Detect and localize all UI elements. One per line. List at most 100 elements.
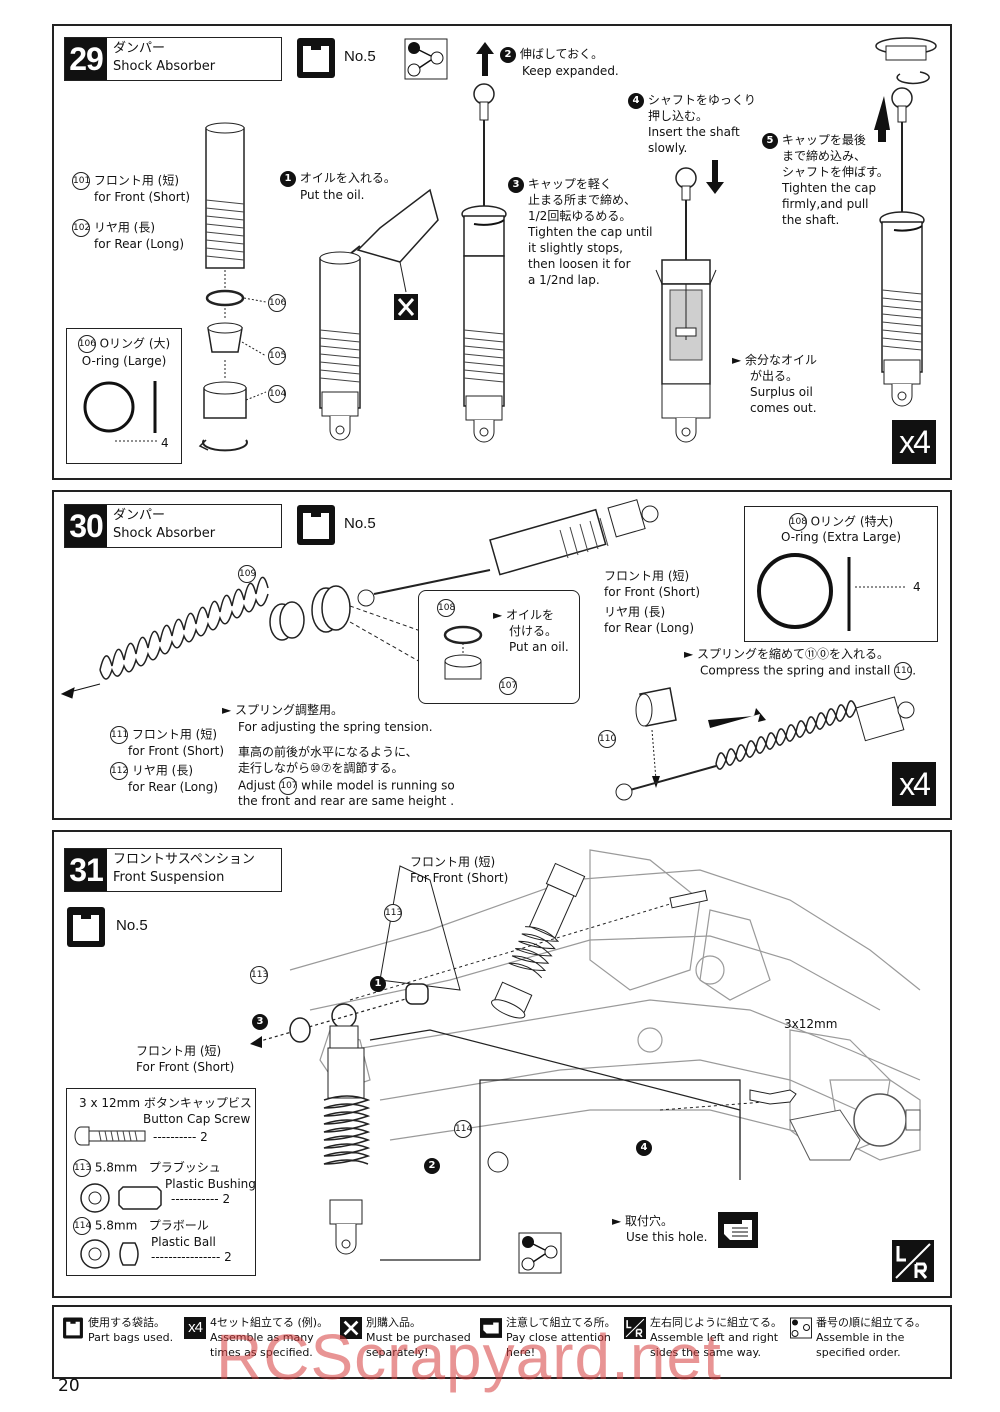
keep-expanded-jp: 伸ばしておく。 xyxy=(519,47,604,61)
oring-on-adjuster-illustration xyxy=(443,625,483,680)
cap-step-jp2: 止まる所まで締め、 xyxy=(528,193,637,207)
front-shock-mounted-illustration xyxy=(323,1003,371,1255)
surplus-oil-jp1: 余分なオイル xyxy=(745,353,818,367)
oil-en: Put an oil. xyxy=(509,640,569,654)
insert-shaft-en2: slowly. xyxy=(648,141,688,155)
oring-xl-en: O-ring (Extra Large) xyxy=(780,530,902,544)
step-29-header: 29 ダンパー Shock Absorber xyxy=(64,37,282,81)
page-number: 20 xyxy=(58,1376,80,1396)
legend-en: Assemble left and right xyxy=(650,1331,779,1344)
front-tube-en: for Front (Short) xyxy=(94,190,191,204)
part-number: 110 xyxy=(598,730,616,748)
level-en1: Adjust xyxy=(238,778,276,793)
bag-icon xyxy=(63,1317,83,1339)
shock-compressing-illustration xyxy=(655,167,717,443)
shock-final-illustration xyxy=(874,37,937,407)
oring-icon xyxy=(757,553,905,631)
oil-jp1: オイルを xyxy=(506,608,555,622)
step-title-en: Shock Absorber xyxy=(113,59,216,74)
insert-shaft-en1: Insert the shaft xyxy=(648,125,740,139)
tighten-cap-en2: firmly,and pull xyxy=(782,197,869,211)
cross-icon xyxy=(340,1317,362,1339)
legend-en: Pay close attention xyxy=(506,1331,611,1344)
step-30-header: 30 ダンパー Shock Absorber xyxy=(64,504,282,548)
legend-en: here! xyxy=(506,1346,536,1359)
step-marker: 1 xyxy=(280,170,296,187)
front-short-low-jp: フロント用 (短) xyxy=(136,1044,222,1058)
bag-icon xyxy=(297,505,335,545)
cap-step-en3: then loosen it for xyxy=(528,257,631,271)
step-title-en: Shock Absorber xyxy=(113,526,216,541)
step-title-en: Front Suspension xyxy=(113,870,225,885)
oil-jp2: 付ける。 xyxy=(509,624,558,638)
parts-en: Button Cap Screw xyxy=(143,1112,251,1126)
oil-bottle-shock-illustration xyxy=(319,188,439,441)
oring-xl-qty: 4 xyxy=(913,580,921,594)
order-icon xyxy=(404,38,448,80)
parts-qty: 2 xyxy=(224,1250,232,1264)
part-number: 110 xyxy=(894,662,912,680)
legend-en: Assemble in the xyxy=(816,1331,905,1344)
part-number: 108 xyxy=(437,599,455,617)
parts-size: 5.8mm xyxy=(94,1218,138,1233)
rear-absorber-jp: リヤ用 (長) xyxy=(604,605,666,619)
parts-size: 3 x 12mm xyxy=(79,1096,141,1110)
screw-dimension: 3x12mm xyxy=(784,1017,838,1031)
parts-en: Plastic Bushing xyxy=(165,1177,256,1191)
spring-exploded-illustration xyxy=(60,499,659,699)
order-marker-1: 1 xyxy=(370,976,386,992)
parts-qty: 2 xyxy=(200,1130,208,1144)
front-absorber-jp: フロント用 (短) xyxy=(604,569,690,583)
part-number: 113 xyxy=(73,1159,91,1177)
surplus-oil-en1: Surplus oil xyxy=(750,385,813,399)
attention-hand-icon xyxy=(718,1212,758,1248)
put-oil-jp: オイルを入れる。 xyxy=(299,171,396,185)
left-right-icon xyxy=(892,1240,934,1282)
front-short-top-jp: フロント用 (短) xyxy=(410,855,496,869)
oring-icon xyxy=(83,381,159,442)
parts-jp: ボタンキャップビス xyxy=(143,1096,252,1110)
assembly-arrows-illustration xyxy=(249,983,509,1173)
tighten-cap-jp1: キャップを最後 xyxy=(781,133,866,147)
part-number: 104 xyxy=(268,385,286,403)
spring-adjust-en: For adjusting the spring tension. xyxy=(238,720,433,734)
part-number: 113 xyxy=(384,904,402,922)
step-marker: 2 xyxy=(500,46,516,63)
order-icon xyxy=(518,1232,562,1274)
plastic-bushing-icon xyxy=(80,1183,162,1213)
use-hole-en: Use this hole. xyxy=(626,1230,708,1244)
legend-jp: 使用する袋詰。 xyxy=(88,1316,165,1329)
part-number: 114 xyxy=(454,1120,472,1138)
oring-large-qty: 4 xyxy=(161,436,169,450)
bag-icon xyxy=(67,907,105,947)
part-number: 105 xyxy=(268,347,286,365)
cap-step-en2: it slightly stops, xyxy=(528,241,623,255)
part-number: 101 xyxy=(72,172,90,190)
up-arrow-icon xyxy=(476,42,494,76)
legend-jp: 番号の順に組立てる。 xyxy=(816,1316,926,1329)
order-marker-3: 3 xyxy=(252,1014,268,1030)
front-short-low-en: For Front (Short) xyxy=(136,1060,235,1074)
oil-inset: 108 ► オイルを 付ける。 Put an oil. 107 xyxy=(418,590,580,704)
part-number: 111 xyxy=(110,726,128,744)
front-absorber-en: for Front (Short) xyxy=(604,585,701,599)
tighten-cap-en3: the shaft. xyxy=(782,213,840,227)
parts-qty: 2 xyxy=(222,1192,231,1206)
x4-icon: x4 xyxy=(184,1317,206,1339)
front-suspension-chassis-illustration xyxy=(289,849,921,1261)
down-arrow-icon xyxy=(706,160,724,194)
put-oil-en: Put the oil. xyxy=(300,188,365,202)
step-title-jp: フロントサスペンション xyxy=(113,852,255,867)
bag-label: No.5 xyxy=(116,917,148,934)
level-en2: the front and rear are same height . xyxy=(238,794,455,808)
oring-large-inset: 106 Oリング (大) O-ring (Large) 4 xyxy=(66,328,182,464)
spring-front-jp: フロント用 (短) xyxy=(131,727,218,742)
order-icon xyxy=(790,1317,812,1339)
legend-jp: 4セット組立てる (例)。 xyxy=(210,1316,329,1329)
legend-en: times as specified. xyxy=(210,1346,313,1359)
oring-extra-large-inset: 108 Oリング (特大) O-ring (Extra Large) 4 xyxy=(744,506,938,642)
bag-label: No.5 xyxy=(344,48,376,65)
step-number: 29 xyxy=(65,38,107,80)
use-hole-jp: 取付穴。 xyxy=(625,1214,674,1228)
order-marker-2: 2 xyxy=(424,1158,440,1174)
